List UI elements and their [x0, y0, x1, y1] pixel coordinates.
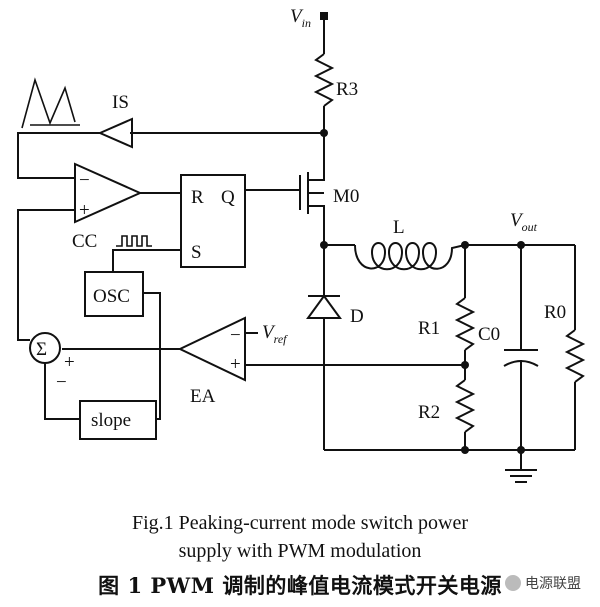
- watermark-logo-icon: [505, 575, 521, 591]
- r0-label: R0: [544, 302, 566, 323]
- latch-s-label: S: [191, 242, 202, 263]
- resistor-r2-symbol: [454, 379, 476, 433]
- mosfet-drain: [308, 172, 325, 181]
- wire-slope-to-sum: [44, 363, 80, 420]
- mosfet-source: [308, 205, 325, 245]
- ea-label: EA: [190, 386, 216, 407]
- comparator-cc-symbol: [74, 162, 143, 224]
- caption-line-3: 图 1 PWM 调制的峰值电流模式开关电源: [98, 573, 502, 598]
- summer-sigma: Σ: [36, 339, 47, 360]
- c0-label: C0: [478, 324, 500, 345]
- r2-label: R2: [418, 402, 440, 423]
- summer-plus-sign: +: [64, 352, 75, 373]
- junction-switch-node: [320, 241, 328, 249]
- junction-gnd-r2: [461, 446, 469, 454]
- caption-line-2: supply with PWM modulation: [178, 540, 422, 562]
- watermark: 电源联盟: [505, 570, 597, 596]
- watermark-text: 电源联盟: [525, 576, 581, 592]
- circuit-diagram: Vin R3 IS M0 − + CC R Q S L Vout OSC D R…: [17, 6, 586, 483]
- sawtooth-waveform: [21, 77, 76, 129]
- resistor-r1-symbol: [454, 297, 476, 351]
- vin-label: Vin: [290, 6, 311, 30]
- cc-minus-sign: −: [79, 170, 90, 191]
- junction-gnd-c0: [517, 446, 525, 454]
- diode-d-label: D: [350, 306, 364, 327]
- resistor-r0-symbol: [564, 329, 586, 383]
- ea-plus-sign: +: [230, 354, 241, 375]
- wire-sum-to-cc: [17, 209, 75, 341]
- m0-label: M0: [333, 186, 359, 207]
- junction-vout-r1: [461, 241, 469, 249]
- inductor-l-label: L: [393, 217, 405, 238]
- amplifier-ea-symbol: [177, 316, 246, 382]
- summer-minus-sign: −: [56, 372, 67, 393]
- cc-plus-sign: +: [79, 200, 90, 221]
- vout-label: Vout: [510, 210, 538, 234]
- junction-feedback: [461, 361, 469, 369]
- caption-line-1: Fig.1 Peaking-current mode switch power: [131, 512, 469, 534]
- resistor-r3-symbol: [313, 53, 335, 107]
- latch-q-label: Q: [221, 187, 235, 208]
- cc-label: CC: [72, 231, 97, 252]
- vref-label: Vref: [262, 322, 288, 346]
- vin-terminal: [320, 12, 328, 20]
- amplifier-is-symbol: [97, 117, 133, 149]
- osc-pulse-train: [116, 235, 152, 247]
- wire-osc-to-slope: [143, 292, 161, 420]
- is-label: IS: [112, 92, 129, 113]
- junction-r3-is: [320, 129, 328, 137]
- ea-minus-sign: −: [230, 325, 241, 346]
- latch-r-label: R: [191, 187, 204, 208]
- r1-label: R1: [418, 318, 440, 339]
- slope-label: slope: [91, 410, 131, 431]
- osc-label: OSC: [93, 286, 130, 307]
- rs-latch-symbol: [180, 174, 246, 268]
- r3-label: R3: [336, 79, 358, 100]
- wire-osc-to-s: [112, 249, 181, 272]
- inductor-l-symbol: [354, 242, 466, 271]
- junction-vout-c0: [517, 241, 525, 249]
- diode-d-symbol: [306, 294, 342, 319]
- wire-is-to-cc: [17, 132, 100, 179]
